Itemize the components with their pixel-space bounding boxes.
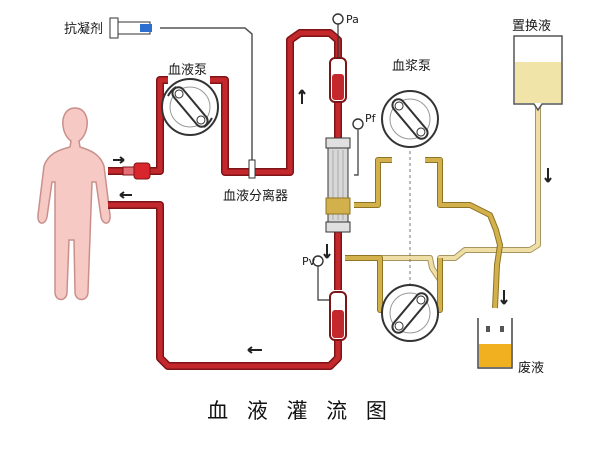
flow-arrow-icon: [500, 290, 508, 305]
pf-gauge: [352, 118, 364, 176]
diagram-title: 血 液 灌 流 图: [207, 399, 393, 423]
pv-gauge-label: Pv: [302, 255, 316, 268]
blood-pump: [161, 78, 219, 136]
waste-label: 废液: [518, 360, 544, 376]
pump-inner-ring: [389, 98, 431, 140]
human-figure-icon: [37, 107, 111, 301]
rotation-arrow-icon: [167, 86, 177, 97]
venous-drip-chamber: [329, 291, 347, 341]
waste-container: [477, 318, 513, 369]
patient-figure: [37, 107, 111, 301]
pump-inner-ring: [389, 292, 431, 334]
replacement-fluid-label: 置换液: [512, 19, 551, 34]
rotation-arrow-icon: [203, 117, 213, 128]
replacement-tube: [345, 100, 540, 282]
separator-label: 血液分离器: [223, 188, 288, 204]
syringe-injection-point: [248, 159, 256, 179]
pf-gauge-label: Pf: [365, 112, 377, 125]
plasma-line: [345, 157, 503, 313]
syringe-handle: [109, 17, 119, 39]
anticoagulant-line: [160, 27, 253, 160]
pressure-gauge-icon: [352, 118, 364, 130]
waste-drop: [486, 326, 490, 332]
flow-arrow-icon: [113, 156, 125, 164]
plasma-pump-label: 血浆泵: [392, 59, 431, 74]
blood-line: [108, 29, 342, 370]
arterial-connector-tip: [122, 166, 135, 176]
flow-arrow-icon: [323, 244, 331, 259]
blood-pump-label: 血液泵: [168, 63, 207, 78]
arterial-drip-chamber: [329, 57, 347, 103]
pa-gauge-label: Pa: [346, 13, 359, 26]
plasma-tube: [354, 158, 502, 309]
pressure-gauge-icon: [332, 13, 344, 25]
replacement-fluid-bag: [513, 35, 563, 112]
pressure-gauge-icon: [312, 255, 324, 267]
syringe-plunger: [140, 24, 152, 32]
blood-separator-column: [325, 137, 351, 233]
flow-arrow-icon: [119, 191, 132, 199]
anticoagulant-syringe: [109, 17, 256, 179]
pv-gauge: [312, 255, 330, 301]
flow-arrows: [113, 89, 552, 354]
pump-rotor: [391, 292, 429, 334]
flow-arrow-icon: [298, 89, 306, 104]
plasma-tube-outline: [354, 157, 503, 309]
plasma-pump-upper: [381, 90, 439, 148]
plasma-pump-lower: [381, 284, 439, 342]
pump-rotor: [391, 98, 429, 140]
waste-drop: [500, 326, 504, 332]
anticoagulant-label: 抗凝剂: [64, 21, 103, 37]
arterial-connector: [133, 162, 151, 180]
replacement-fluid-line: [345, 100, 541, 283]
flow-arrow-icon: [247, 346, 262, 354]
pump-inner-ring: [169, 86, 211, 128]
flow-arrow-icon: [544, 168, 552, 183]
blood-tube: [108, 30, 341, 369]
pa-gauge: [332, 13, 344, 58]
